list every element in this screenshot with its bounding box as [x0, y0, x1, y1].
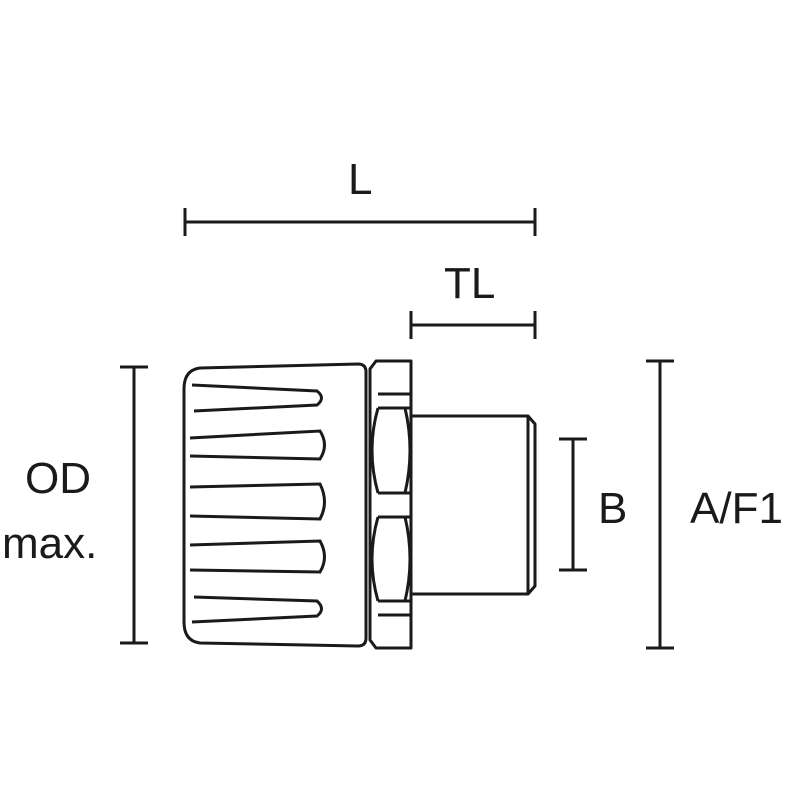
- hex-nut: [368, 359, 413, 650]
- dimension-OD: [120, 365, 148, 645]
- label-thread-length: TL: [444, 259, 496, 308]
- dimension-B: [559, 437, 587, 572]
- dimension-L: [183, 208, 537, 236]
- label-outer-diameter-max: max.: [2, 519, 98, 568]
- label-outer-diameter: OD: [25, 454, 91, 503]
- label-bore: B: [598, 484, 628, 533]
- ribbed-dome-cap: [182, 362, 368, 648]
- dimension-AF1: [646, 359, 674, 650]
- threaded-spigot: [406, 414, 537, 596]
- dimension-TL: [409, 311, 537, 339]
- label-across-flats: A/F1: [690, 484, 783, 533]
- label-length: L: [348, 155, 373, 204]
